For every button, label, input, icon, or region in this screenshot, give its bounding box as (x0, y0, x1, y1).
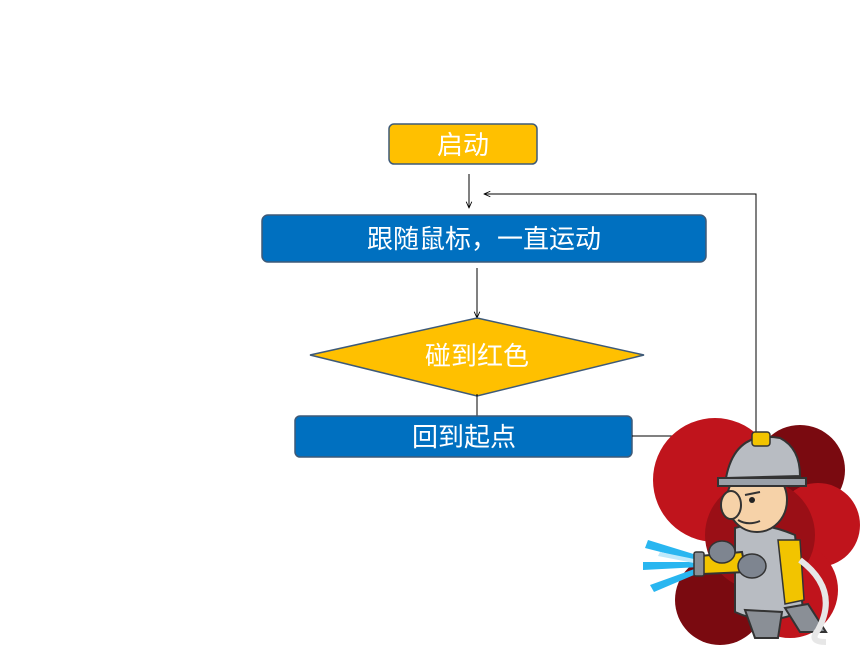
follow-mouse-label: 跟随鼠标，一直运动 (367, 225, 601, 255)
return-start-label: 回到起点 (412, 423, 516, 453)
start-node-label: 启动 (437, 131, 489, 161)
firefighter-clipart (643, 418, 860, 645)
touch-red-label: 碰到红色 (425, 342, 529, 372)
return-start-node: 回到起点 (294, 415, 633, 458)
start-node: 启动 (388, 123, 538, 165)
water-spray (643, 540, 701, 592)
follow-mouse-node: 跟随鼠标，一直运动 (261, 214, 707, 263)
touch-red-decision: 碰到红色 (309, 317, 645, 397)
